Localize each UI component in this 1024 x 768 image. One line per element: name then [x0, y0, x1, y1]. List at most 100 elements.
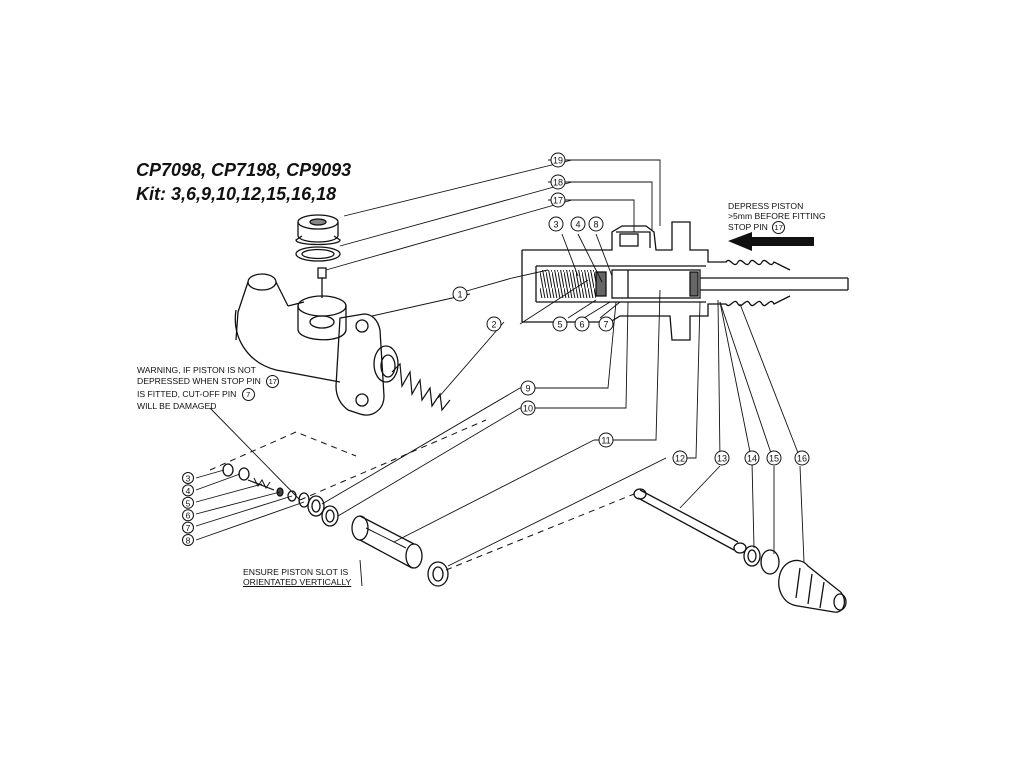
callout-label-17: 17	[553, 196, 563, 206]
callout-circle-9	[520, 380, 536, 396]
depress-note-ref: 17	[772, 221, 786, 234]
callout-label-12: 12	[675, 454, 685, 464]
callout-circle-5	[552, 316, 568, 332]
callout-7: 7	[598, 316, 614, 332]
left-callout-circle-8	[182, 534, 194, 546]
warning-note-line3-text: IS FITTED, CUT-OFF PIN	[137, 389, 237, 399]
warning-note-line2-text: DEPRESSED WHEN STOP PIN	[137, 376, 261, 386]
callout-label-4: 4	[575, 220, 580, 230]
ensure-note-line1: ENSURE PISTON SLOT IS	[243, 567, 349, 577]
warning-note-ref-17: 17	[266, 375, 280, 388]
diagram-title-part-numbers: CP7098, CP7198, CP9093	[136, 160, 352, 180]
callout-10: 10	[520, 400, 536, 416]
callout-13: 13	[714, 450, 730, 466]
callout-label-7: 7	[603, 320, 608, 330]
callout-14: 14	[744, 450, 760, 466]
left-callout-label-7: 7	[186, 523, 191, 533]
callout-4: 4	[570, 216, 586, 232]
callout-label-19: 19	[553, 156, 563, 166]
left-callout-label-5: 5	[186, 498, 191, 508]
callout-11: 11	[598, 432, 614, 448]
warning-note-line2: DEPRESSED WHEN STOP PIN 17	[137, 375, 280, 388]
callout-12: 12	[672, 450, 688, 466]
left-callout-4: 4	[182, 484, 194, 497]
leader-lines	[195, 159, 805, 587]
callout-circle-11	[598, 432, 614, 448]
callout-circle-14	[744, 450, 760, 466]
left-list-callouts: 3 4 5 6 78	[182, 472, 194, 546]
callout-label-3: 3	[553, 220, 558, 230]
callout-circle-17	[550, 192, 566, 208]
warning-note-line3: IS FITTED, CUT-OFF PIN 7	[137, 388, 279, 401]
callout-label-10: 10	[523, 404, 533, 414]
piston-components	[222, 463, 847, 613]
callout-label-9: 9	[525, 384, 530, 394]
callout-16: 16	[794, 450, 810, 466]
warning-note-ref-7: 7	[241, 388, 255, 401]
direction-arrow	[728, 232, 814, 251]
callout-circle-19	[550, 152, 566, 168]
callout-18: 18	[550, 174, 566, 190]
callout-5: 5	[552, 316, 568, 332]
reservoir-cap-parts	[295, 214, 341, 298]
callout-label-13: 13	[717, 454, 727, 464]
callout-circle-2	[486, 316, 502, 332]
left-callout-5: 5	[182, 496, 194, 509]
left-callout-6: 6	[182, 509, 194, 522]
left-callout-circle-4	[182, 484, 194, 497]
callout-label-18: 18	[553, 178, 563, 188]
left-callout-circle-5	[182, 496, 194, 509]
ensure-note: ENSURE PISTON SLOT IS ORIENTATED VERTICA…	[243, 567, 351, 587]
depress-note-line3: STOP PIN 17	[728, 221, 826, 234]
depress-note-line2: >5mm BEFORE FITTING	[728, 211, 826, 221]
callout-circle-6	[574, 316, 590, 332]
left-callout-label-3: 3	[186, 474, 191, 484]
callout-circle-18	[550, 174, 566, 190]
warning-note-line1: WARNING, IF PISTON IS NOT	[137, 365, 256, 375]
callout-label-6: 6	[579, 320, 584, 330]
callout-label-8: 8	[593, 220, 598, 230]
left-callout-circle-6	[182, 509, 194, 522]
cylinder-body-3d	[234, 273, 451, 416]
callout-label-15: 15	[769, 454, 779, 464]
callout-3: 3	[548, 216, 564, 232]
diagram-title-kit: Kit: 3,6,9,10,12,15,16,18	[136, 184, 337, 204]
callout-9: 9	[520, 380, 536, 396]
left-callout-7: 7	[182, 521, 194, 534]
callout-circle-10	[520, 400, 536, 416]
callout-circle-12	[672, 450, 688, 466]
alignment-lines	[209, 419, 635, 571]
callout-17: 17	[550, 192, 566, 208]
depress-note: DEPRESS PISTON >5mm BEFORE FITTING STOP …	[728, 201, 826, 234]
callout-label-1: 1	[457, 290, 462, 300]
callout-label-5: 5	[557, 320, 562, 330]
depress-note-line3-text: STOP PIN	[728, 222, 768, 232]
callout-1: 1	[452, 286, 468, 302]
left-callout-circle-3	[182, 472, 194, 484]
callout-19: 19	[550, 152, 566, 168]
callout-15: 15	[766, 450, 782, 466]
depress-note-line1: DEPRESS PISTON	[728, 201, 804, 211]
callout-2: 2	[486, 316, 502, 332]
left-callout-label-4: 4	[186, 486, 191, 496]
ensure-note-line2: ORIENTATED VERTICALLY	[243, 577, 352, 587]
callout-circle-8	[588, 216, 604, 232]
master-cylinder-section	[521, 221, 849, 341]
callout-circle-13	[714, 450, 730, 466]
callout-6: 6	[574, 316, 590, 332]
callout-circle-7	[598, 316, 614, 332]
left-callout-8: 8	[182, 534, 194, 546]
left-callout-label-6: 6	[186, 511, 191, 521]
callout-label-11: 11	[601, 436, 610, 446]
callout-label-16: 16	[797, 454, 807, 464]
callout-circle-4	[570, 216, 586, 232]
callout-circle-3	[548, 216, 564, 232]
callout-8: 8	[588, 216, 604, 232]
left-callout-3: 3	[182, 472, 194, 484]
callout-circle-16	[794, 450, 810, 466]
warning-note-line4: WILL BE DAMAGED	[137, 401, 217, 411]
callout-label-2: 2	[491, 320, 496, 330]
